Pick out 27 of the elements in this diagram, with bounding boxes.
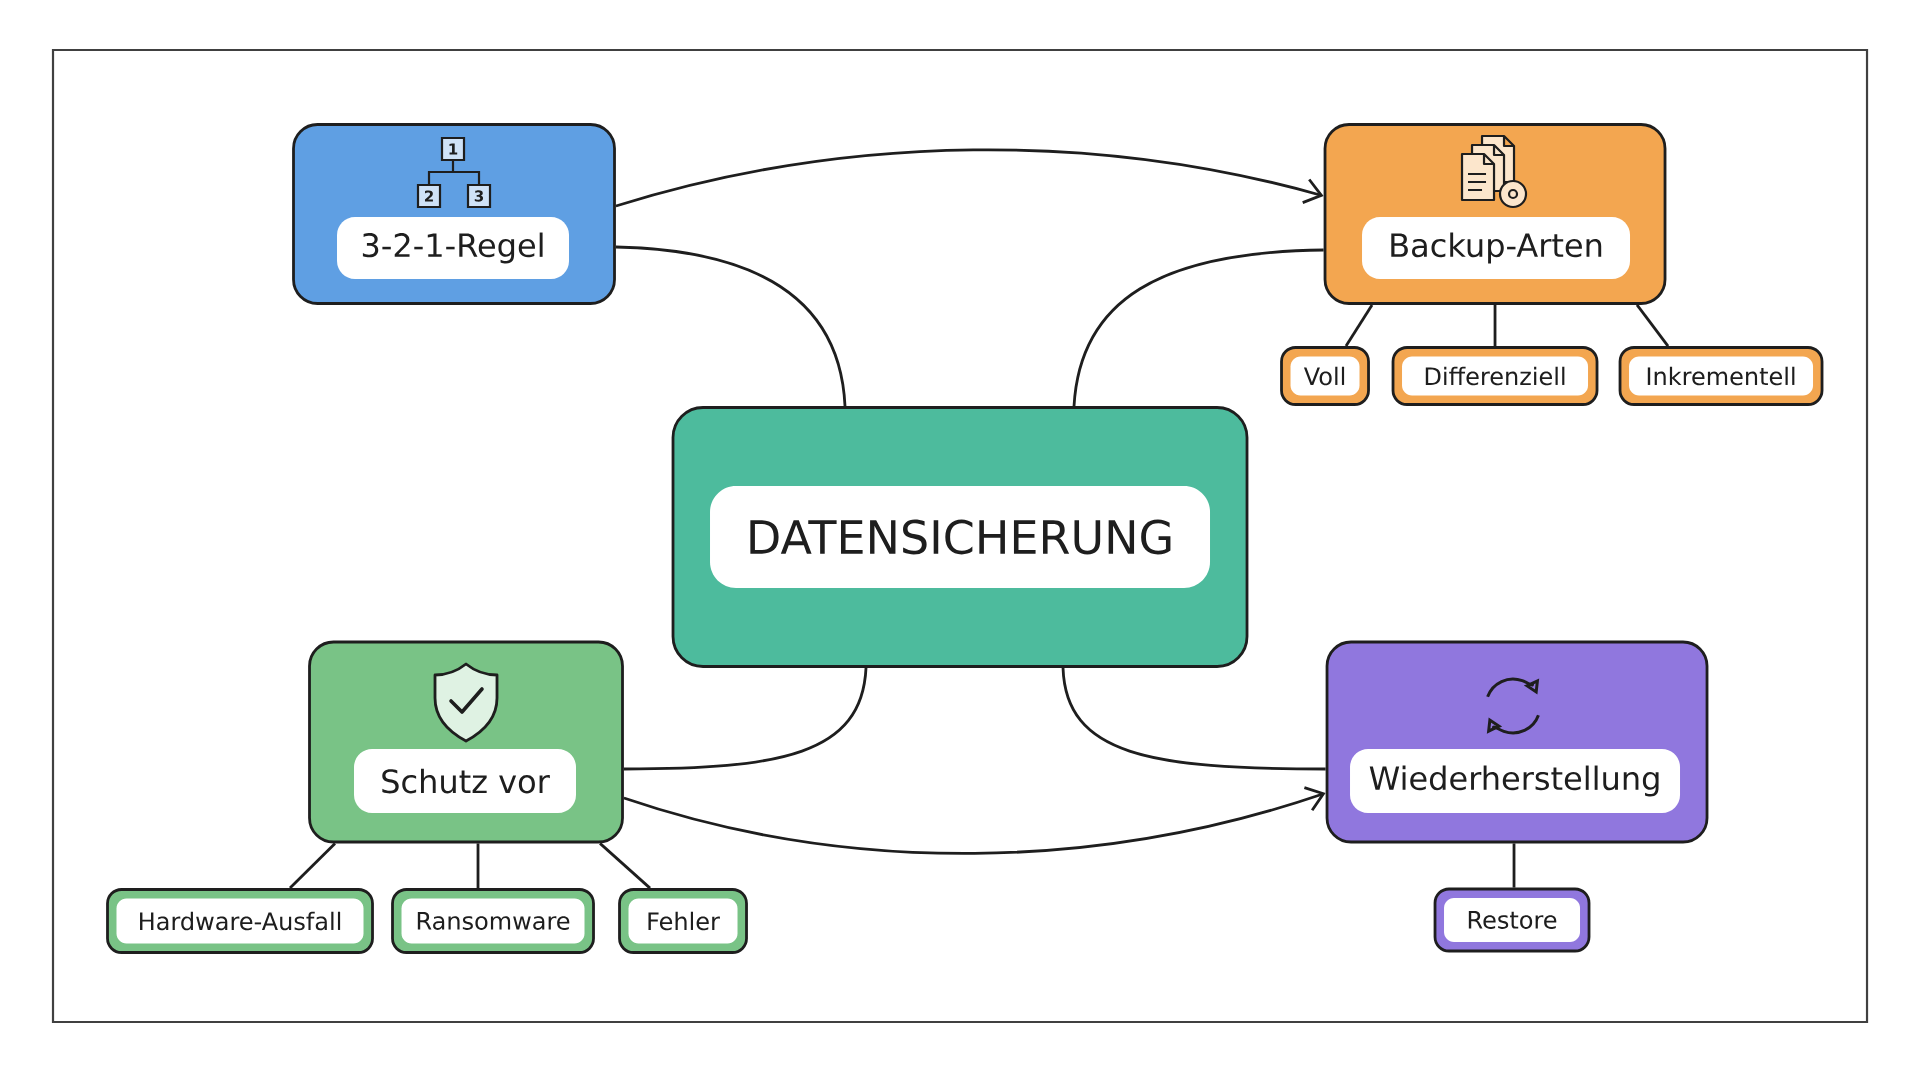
arrow (623, 786, 1326, 855)
connector-line (623, 667, 868, 771)
connector-line (476, 843, 480, 889)
connector-line (1072, 248, 1324, 407)
topic-box: Wiederherstellung (1325, 640, 1709, 844)
subtopic-box: Hardware-Ausfall (106, 888, 374, 954)
step-number: 1 (449, 143, 458, 155)
connector-line (599, 842, 651, 890)
arrow (615, 148, 1324, 208)
step-number: 3 (474, 190, 484, 202)
central-topic-box: DATENSICHERUNG (671, 406, 1249, 668)
topic-box: Backup-Arten (1323, 123, 1667, 305)
subtopic-box: Ransomware (391, 888, 595, 954)
subtopic-box: Restore (1433, 887, 1591, 953)
connector-line (1512, 843, 1516, 888)
topic-box: Schutz vor (308, 640, 624, 844)
connector-line (1344, 304, 1374, 347)
connector-line (615, 245, 847, 407)
subtopic-box: Fehler (618, 888, 748, 954)
subtopic-box: Inkrementell (1618, 346, 1824, 406)
connector-line (1061, 667, 1326, 771)
step-number: 2 (425, 190, 433, 202)
subtopic-box: Voll (1280, 346, 1370, 406)
connector-line (1635, 304, 1670, 347)
connector-line (1493, 304, 1497, 347)
subtopic-box: Differenziell (1391, 346, 1599, 406)
connector-line (289, 842, 336, 890)
